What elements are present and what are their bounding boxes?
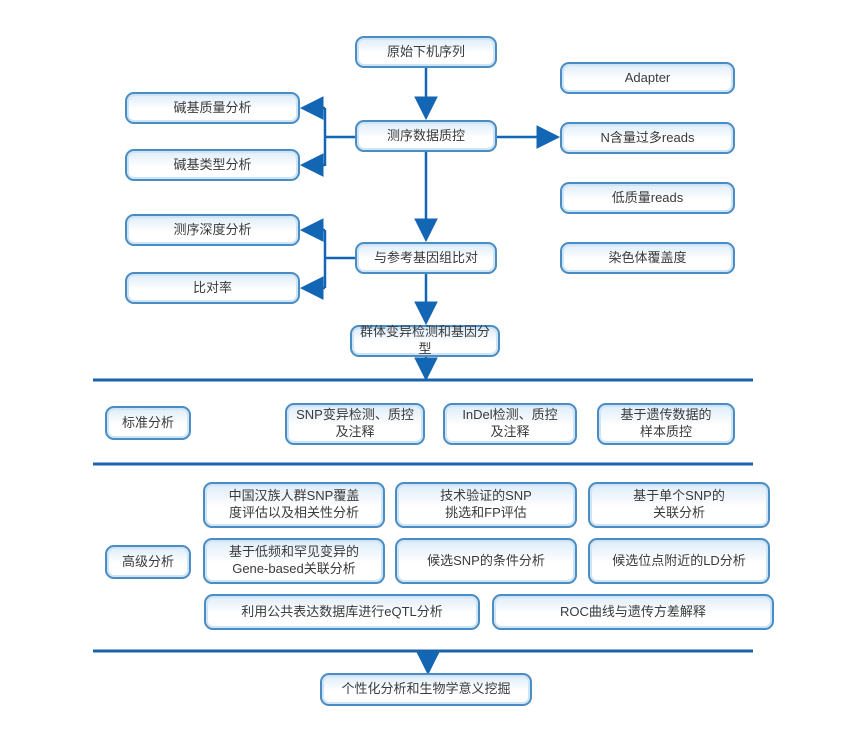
node-base-quality: 碱基质量分析	[125, 92, 300, 124]
node-snp-detection: SNP变异检测、质控 及注释	[285, 403, 425, 445]
node-personalized-analysis: 个性化分析和生物学意义挖掘	[320, 673, 532, 706]
section-label-advanced: 高级分析	[105, 545, 191, 579]
node-single-snp-assoc: 基于单个SNP的 关联分析	[588, 482, 770, 528]
node-variant-genotyping: 群体变异检测和基因分型	[350, 324, 500, 357]
node-adapter: Adapter	[560, 62, 735, 94]
section-label-standard: 标准分析	[105, 406, 191, 440]
node-validated-snp: 技术验证的SNP 挑选和FP评估	[395, 482, 577, 528]
node-mapping-rate: 比对率	[125, 272, 300, 304]
node-sample-qc: 基于遗传数据的 样本质控	[597, 403, 735, 445]
node-roc-analysis: ROC曲线与遗传方差解释	[492, 594, 774, 630]
node-low-quality-reads: 低质量reads	[560, 182, 735, 214]
node-ld-analysis: 候选位点附近的LD分析	[588, 538, 770, 584]
node-chromosome-coverage: 染色体覆盖度	[560, 242, 735, 274]
node-raw-sequence: 原始下机序列	[355, 36, 497, 68]
node-han-snp-coverage: 中国汉族人群SNP覆盖 度评估以及相关性分析	[203, 482, 385, 528]
node-sequencing-depth: 测序深度分析	[125, 214, 300, 246]
node-indel-detection: InDel检测、质控 及注释	[443, 403, 577, 445]
node-conditional-analysis: 候选SNP的条件分析	[395, 538, 577, 584]
node-gene-based-assoc: 基于低频和罕见变异的 Gene-based关联分析	[203, 538, 385, 584]
node-base-type: 碱基类型分析	[125, 149, 300, 181]
node-n-rich-reads: N含量过多reads	[560, 122, 735, 154]
node-genome-alignment: 与参考基因组比对	[355, 242, 497, 274]
node-eqtl-analysis: 利用公共表达数据库进行eQTL分析	[204, 594, 480, 630]
node-sequencing-qc: 测序数据质控	[355, 120, 497, 152]
